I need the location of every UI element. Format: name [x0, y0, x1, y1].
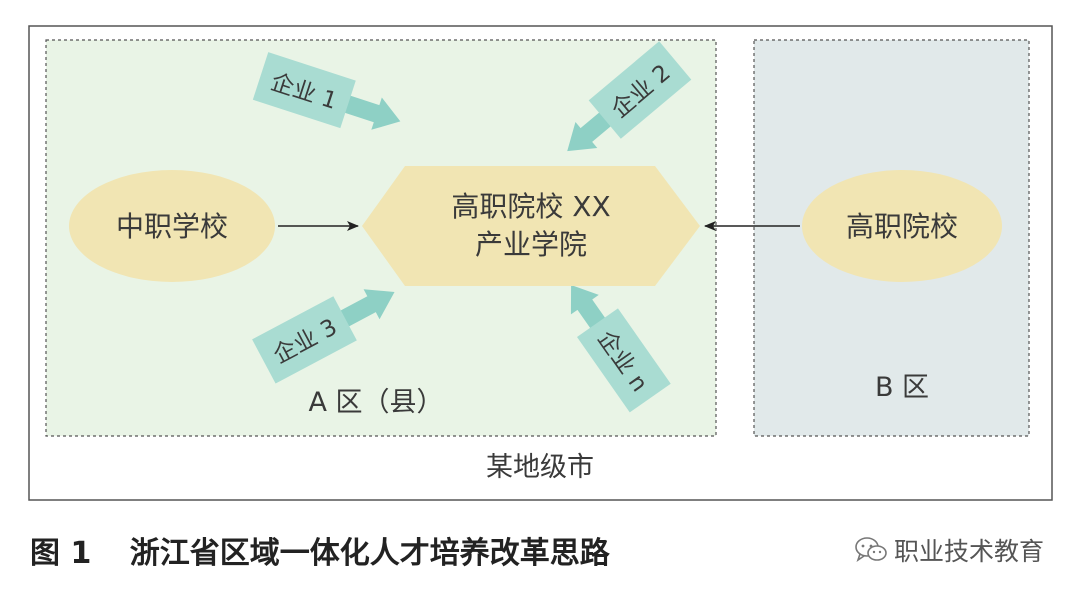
figure-title: 浙江省区域一体化人才培养改革思路	[129, 536, 610, 571]
enterprise-1: 企业 1	[252, 52, 401, 130]
enterprise-3-box	[252, 296, 357, 384]
hub-label-line1: 高职院校 XX	[451, 190, 610, 223]
hub-node	[362, 166, 700, 286]
watermark: 职业技术教育	[854, 532, 1044, 568]
figure-caption: 图 1 浙江省区域一体化人才培养改革思路	[30, 528, 610, 571]
figure-number: 图 1	[30, 536, 92, 571]
watermark-text: 职业技术教育	[893, 537, 1044, 566]
secondary-school-node	[69, 170, 275, 282]
enterprise-3-arrow	[337, 289, 395, 329]
enterprise-2-box	[588, 41, 692, 139]
wechat-icon	[855, 537, 887, 562]
enterprise-n-box	[576, 308, 671, 413]
secondary-school-label: 中职学校	[116, 210, 228, 243]
enterprise-2-arrow	[567, 108, 616, 152]
enterprise-n-arrow	[570, 284, 609, 333]
enterprise-1-arrow	[340, 94, 401, 130]
hub-label-line2: 产业学院	[475, 228, 587, 261]
zone-a-label: A 区（县）	[308, 387, 443, 418]
diagram: 企业 1 企业 2 企业 3 企业 n 中职学校 高职院校 XX 产业学院 高职…	[28, 25, 1053, 501]
vocational-college-b-label: 高职院校	[846, 210, 958, 243]
vocational-college-b-node	[802, 170, 1002, 282]
enterprise-1-box	[252, 52, 356, 129]
city-label: 某地级市	[486, 452, 594, 483]
zone-b-label: B 区	[875, 372, 929, 403]
